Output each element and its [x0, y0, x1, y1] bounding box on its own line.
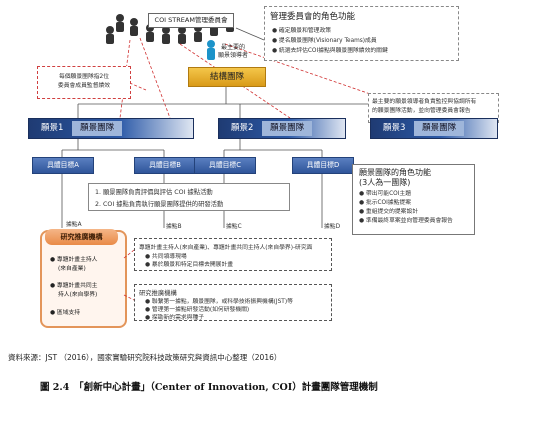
- responsibility-box: 1. 願景團隊負責評價與評估 COI 據點活動 2. COI 據點負責執行願景團…: [88, 183, 290, 211]
- research-institutes-title: 研究推廣機構: [139, 290, 177, 297]
- research-center-item: 持人(來自學界): [58, 292, 98, 298]
- team-function-item: ● 重組提交的提案設計: [359, 209, 419, 215]
- research-center-item: ● 區域支持: [50, 310, 81, 316]
- note-left: 每個願景團隊指2位 委員會成員監督績效: [37, 66, 131, 99]
- committee-role-box: [264, 6, 459, 61]
- goal-b: 具體目標B: [134, 157, 196, 174]
- pi-box-item: ● 共同領導現場: [145, 254, 187, 260]
- leader-figure: [207, 40, 215, 60]
- goal-d: 具體目標D: [292, 157, 354, 174]
- leader-label: 最主要的 願景領導者: [218, 44, 248, 60]
- pi-box: 專題計畫主持人(來自產業)、專題計畫共同主持人(來自學界)-研究面 ● 共同領導…: [134, 238, 332, 271]
- research-institutes-box: 研究推廣機構 ● 聯繫第一據點，願景團隊，或科學技術振興機構(JST)等 ● 管…: [134, 284, 332, 321]
- responsibility-line: 1. 願景團隊負責評價與評估 COI 據點活動: [95, 189, 213, 196]
- leader-label-line: 最主要的: [221, 44, 246, 51]
- vision-team-inner: 願景團隊: [72, 121, 123, 136]
- responsibility-line: 2. COI 據點負責執行願景團隊提供的研發活動: [95, 201, 224, 208]
- committee-role-item: ● 確定願景和管理政策: [272, 28, 332, 34]
- site-label-b: 據點B: [166, 224, 182, 230]
- vision-team-label: 願景1: [41, 123, 64, 133]
- research-center-title: 研究推廣機構: [45, 229, 118, 245]
- structure-team-box: 結構團隊: [188, 67, 266, 87]
- leader-label-line: 願景領導者: [218, 52, 249, 59]
- research-center-box: ● 專題計畫主持人 (來自產業) ● 專題計畫共同主 持人(來自學界) ● 區域…: [40, 230, 127, 328]
- site-label-d: 據點D: [324, 224, 341, 230]
- vision-team-2: 願景2 願景團隊: [218, 118, 346, 139]
- vision-team-inner: 願景團隊: [262, 121, 313, 136]
- committee-role-title: 管理委員會的角色功能: [270, 12, 356, 22]
- source-caption: 資料來源：JST （2016），國家實驗研究院科技政策研究與資訊中心整理（201…: [8, 353, 282, 362]
- committee-role-item: ● 提名願景團隊(Visionary Teams)成員: [272, 38, 377, 44]
- note-left-line: 每個願景團隊指2位: [58, 74, 110, 80]
- research-center-item: ● 專題計畫主持人: [50, 257, 98, 263]
- team-function-subtitle: (3人為一團隊): [359, 178, 411, 187]
- vision-team-inner: 願景團隊: [414, 121, 465, 136]
- vision-team-3: 願景3 願景團隊: [370, 118, 498, 139]
- research-institutes-item: ● 管理第一據點研發活動(如何研發機關): [145, 307, 250, 313]
- pi-box-item: ● 暴於願景和特定目標去開展計畫: [145, 262, 234, 268]
- figure-caption: 圖 2.4 「創新中心計畫」（Center of Innovation, COI…: [40, 382, 378, 393]
- committee-role-item: ● 統選去評估COI據點與願景團隊績效的關鍵: [272, 48, 388, 54]
- committee-title: COI STREAM管理委員會: [148, 13, 234, 28]
- note-left-line: 委員會成員監督績效: [57, 83, 111, 89]
- research-center-item: (來自產業): [58, 266, 86, 272]
- site-label-c: 據點C: [226, 224, 242, 230]
- pi-box-title: 專題計畫主持人(來自產業)、專題計畫共同主持人(來自學界)-研究面: [139, 245, 313, 251]
- vision-team-label: 願景3: [383, 123, 406, 133]
- research-institutes-item: ● 聯繫第一據點，願景團隊，或科學技術振興機構(JST)等: [145, 299, 293, 305]
- note-right-line: 最主要的願景領導者負責監控與協調所有: [372, 99, 477, 105]
- research-center-item: ● 專題計畫共同主: [50, 283, 98, 289]
- team-function-box: 願景團隊的角色功能 (3人為一團隊) ● 帶出可能COI主題 ● 批示COI據點…: [352, 164, 475, 235]
- research-institutes-item: ● 探勘新的需求與種子: [145, 315, 205, 321]
- goal-a: 具體目標A: [32, 157, 94, 174]
- note-right-line: 的願景團隊活動，並向管理委員會報告: [372, 108, 471, 114]
- team-function-item: ● 帶出可能COI主題: [359, 191, 412, 197]
- team-function-item: ● 批示COI據點提案: [359, 200, 412, 206]
- team-function-title: 願景團隊的角色功能: [359, 168, 431, 177]
- goal-c: 具體目標C: [194, 157, 256, 174]
- site-label-a: 據點A: [66, 222, 82, 228]
- team-function-item: ● 準備最終草案並向管理委員會報告: [359, 218, 453, 224]
- vision-team-label: 願景2: [231, 123, 254, 133]
- vision-team-1: 願景1 願景團隊: [28, 118, 194, 139]
